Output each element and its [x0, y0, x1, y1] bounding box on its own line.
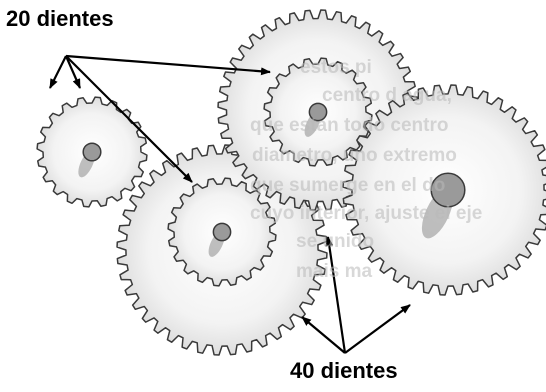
arrow-to-lower-center-small-gear — [65, 55, 193, 183]
background-text-line: que estan todo centro — [250, 115, 449, 136]
arrow-to-right-large-gear — [344, 304, 411, 354]
small-gear-far-left — [36, 96, 148, 208]
arrow-to-upper-center-large-gear — [325, 236, 347, 354]
background-text-line: centro d agua, — [322, 85, 452, 106]
background-text-line: cuyo interior, ajuste el eje — [250, 203, 483, 224]
arrow-to-far-left-small-gear-2 — [64, 55, 82, 89]
background-text-line: se unido — [296, 231, 375, 252]
gear-hub — [430, 172, 466, 208]
large-gear-teeth-label: 40 dientes — [290, 358, 398, 383]
small-gear-lower-center — [167, 177, 277, 287]
arrow-to-upper-center-small-gear — [65, 54, 271, 76]
arrow-to-lower-left-large-gear — [301, 316, 346, 354]
gear-hub — [308, 102, 328, 122]
gear-hub — [212, 222, 232, 242]
background-text-line: que sumerge en el do — [250, 175, 446, 196]
background-text-line: estos pi — [300, 57, 372, 78]
arrow-to-far-left-small-gear — [49, 55, 67, 89]
background-text-line: mais ma — [296, 261, 373, 282]
small-gear-teeth-label: 20 dientes — [6, 6, 114, 31]
gear-hub — [82, 142, 102, 162]
large-gear-right — [342, 84, 546, 296]
background-text-line: diametro, uno extremo — [252, 145, 457, 166]
small-gear-upper-center — [263, 57, 373, 167]
